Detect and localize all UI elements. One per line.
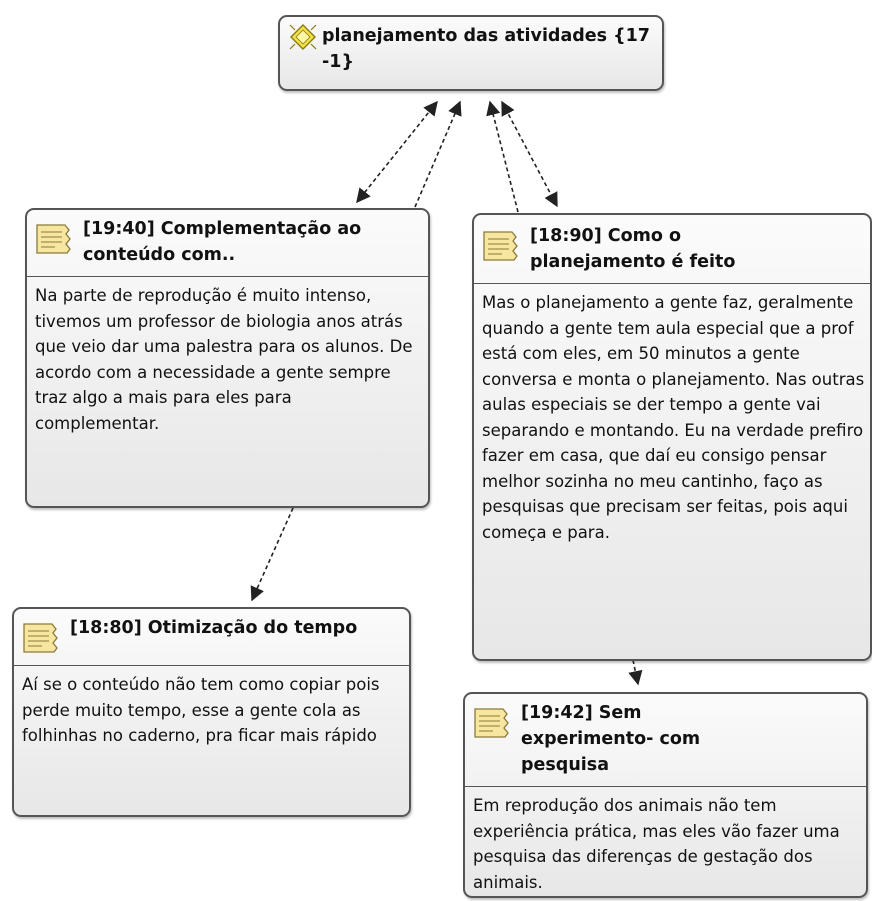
link-como-root [486,100,519,213]
memo-body: Em reprodução dos animais não tem experi… [473,796,840,892]
code-sparkle-icon [289,24,317,50]
memo-title: [18:80] Otimização do tempo [70,618,358,638]
memo-icon [474,708,509,738]
link-root-como [501,100,558,208]
link-root-complementacao [356,100,438,204]
memo-complementacao[interactable]: [19:40] Complementação ao conteúdo com..… [25,208,430,508]
memo-icon [23,623,58,653]
memo-divider [474,283,870,284]
memo-icon [483,231,518,261]
link-como-sem-experimento [628,659,643,686]
memo-body: Na parte de reprodução é muito intenso, … [35,286,413,433]
root-title: planejamento das atividades {17 -1} [322,26,650,72]
root-code-node[interactable]: planejamento das atividades {17 -1} [278,15,664,91]
memo-sem-experimento[interactable]: [19:42] Sem experimento- com pesquisa Em… [463,692,868,898]
link-complementacao-root [414,100,462,208]
link-complementacao-otimizacao [250,507,294,602]
memo-divider [14,665,409,666]
memo-como-planejamento[interactable]: [18:90] Como o planejamento é feito Mas … [472,213,872,661]
memo-body: Mas o planejamento a gente faz, geralmen… [482,293,865,542]
memo-title: [18:90] Como o planejamento é feito [530,226,736,272]
memo-body: Aí se o conteúdo não tem como copiar poi… [22,675,380,745]
memo-title: [19:40] Complementação ao conteúdo com.. [83,219,362,265]
memo-divider [27,276,428,277]
memo-divider [465,786,866,787]
memo-icon [36,224,71,254]
memo-otimizacao[interactable]: [18:80] Otimização do tempo Aí se o cont… [12,607,411,817]
memo-title: [19:42] Sem experimento- com pesquisa [521,703,701,775]
